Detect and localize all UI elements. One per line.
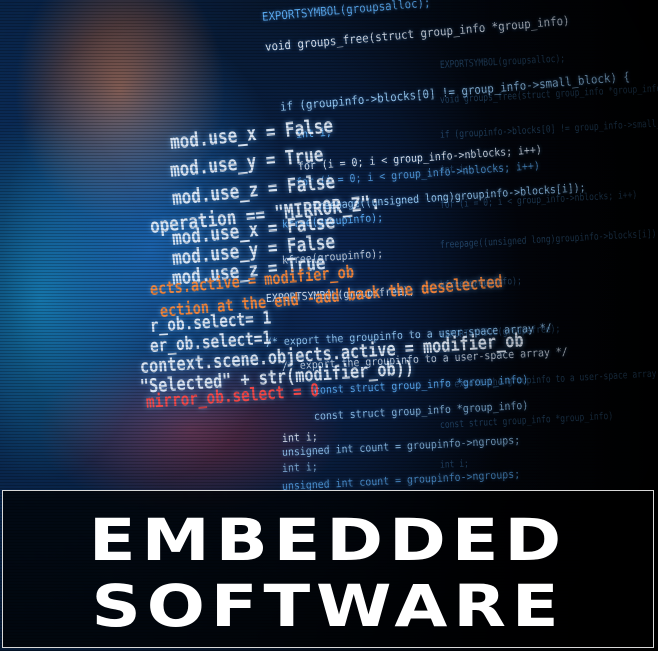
code-line-faint: int i;: [439, 163, 470, 176]
title-line-1: EMBEDDED: [88, 506, 568, 574]
code-line-faint: /* export the groupinfo to a user-space …: [439, 367, 658, 391]
code-line-faint: EXPORTSYMBOL(groupsalloc);: [439, 53, 566, 71]
title-banner: EMBEDDED SOFTWARE: [2, 490, 654, 648]
code-line: EXPORTSYMBOL(groupsalloc);: [261, 0, 432, 24]
code-line-faint: freepage((unsigned long)groupinfo->block…: [439, 228, 658, 251]
code-line: int i;: [281, 430, 319, 445]
code-line-faint: if (groupinfo->blocks[0] != group_info->…: [439, 116, 658, 141]
title-line-2: SOFTWARE: [91, 572, 565, 640]
code-line: int i;: [281, 460, 319, 475]
code-line-faint: int i;: [439, 458, 470, 471]
